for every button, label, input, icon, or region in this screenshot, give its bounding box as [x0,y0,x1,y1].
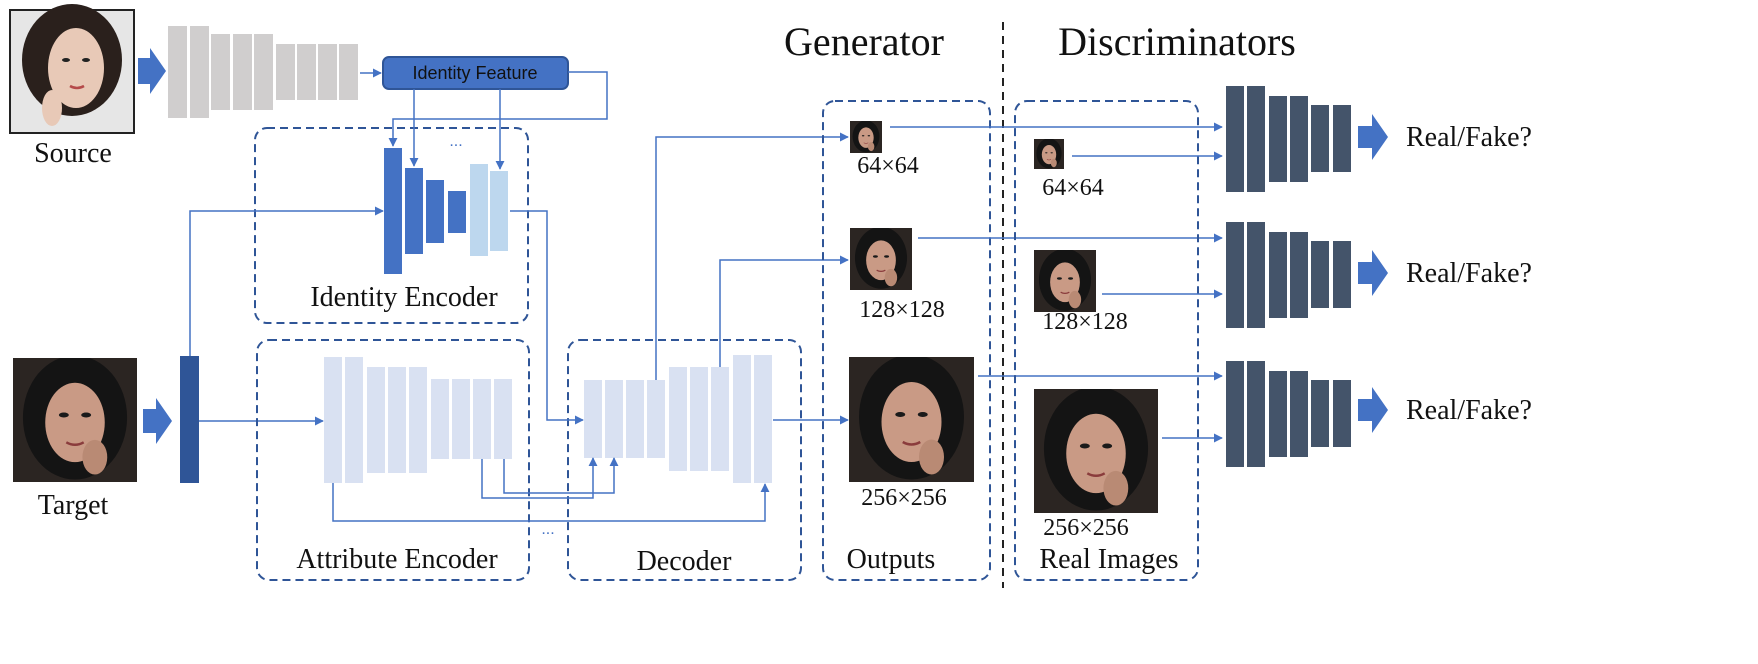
discriminator-64 [1226,86,1351,192]
real-images-box [1014,100,1199,581]
identity-encoder-label: Identity Encoder [310,282,498,313]
block-arrow-right-icon [1358,114,1388,160]
outputs-box [822,100,991,581]
real-image-256 [1034,389,1158,513]
target-stem-block [180,356,199,483]
identity-encoder-box [254,127,529,324]
source-image [9,4,135,134]
block-arrow-right-icon [143,398,172,444]
real-image-128 [1034,250,1096,312]
source-label: Source [34,138,112,169]
discriminator-256-output: Real/Fake? [1406,395,1532,426]
real-64-label: 64×64 [1042,175,1104,201]
real-256-label: 256×256 [1043,515,1129,541]
decoder-network [584,355,772,483]
block-arrow-right-icon [138,48,166,94]
discriminators-title: Discriminators [1058,19,1296,64]
attribute-encoder-box [256,339,530,581]
target-label: Target [38,490,109,521]
skip-connection-arrows [332,457,770,522]
decoder-label: Decoder [637,546,733,577]
discriminator-64-output: Real/Fake? [1406,122,1532,153]
output-image-128 [850,228,912,290]
identity-ellipsis: ... [449,133,462,150]
discriminator-128 [1226,222,1351,328]
attribute-encoder-label: Attribute Encoder [296,544,498,575]
generator-title: Generator [784,19,944,64]
identity-encoder-network [384,148,508,274]
decoder-output-arrows [655,132,849,425]
skip-ellipsis: ... [541,521,554,538]
real-image-64 [1034,139,1064,169]
identity-feature-injection-arrows [388,71,608,170]
block-arrow-right-icon [1358,387,1388,433]
attribute-encoder-network [324,357,512,483]
identity-feature-box [382,56,569,90]
real-images-label: Real Images [1039,544,1178,575]
output-256-label: 256×256 [861,485,947,511]
block-arrow-right-icon [1358,250,1388,296]
output-image-64 [850,121,882,153]
discriminator-128-output: Real/Fake? [1406,258,1532,289]
target-image [13,358,137,482]
real-128-label: 128×128 [1042,309,1128,335]
identity-feature-label: Identity Feature [412,63,537,83]
discriminator-256 [1226,361,1351,467]
outputs-label: Outputs [847,544,936,575]
output-128-label: 128×128 [859,297,945,323]
decoder-box [567,339,802,581]
output-image-256 [849,357,974,482]
fake-to-discriminator-arrows [890,122,1223,381]
output-64-label: 64×64 [857,153,919,179]
real-to-discriminator-arrows [1072,151,1223,443]
identity-backbone-network [168,26,358,118]
